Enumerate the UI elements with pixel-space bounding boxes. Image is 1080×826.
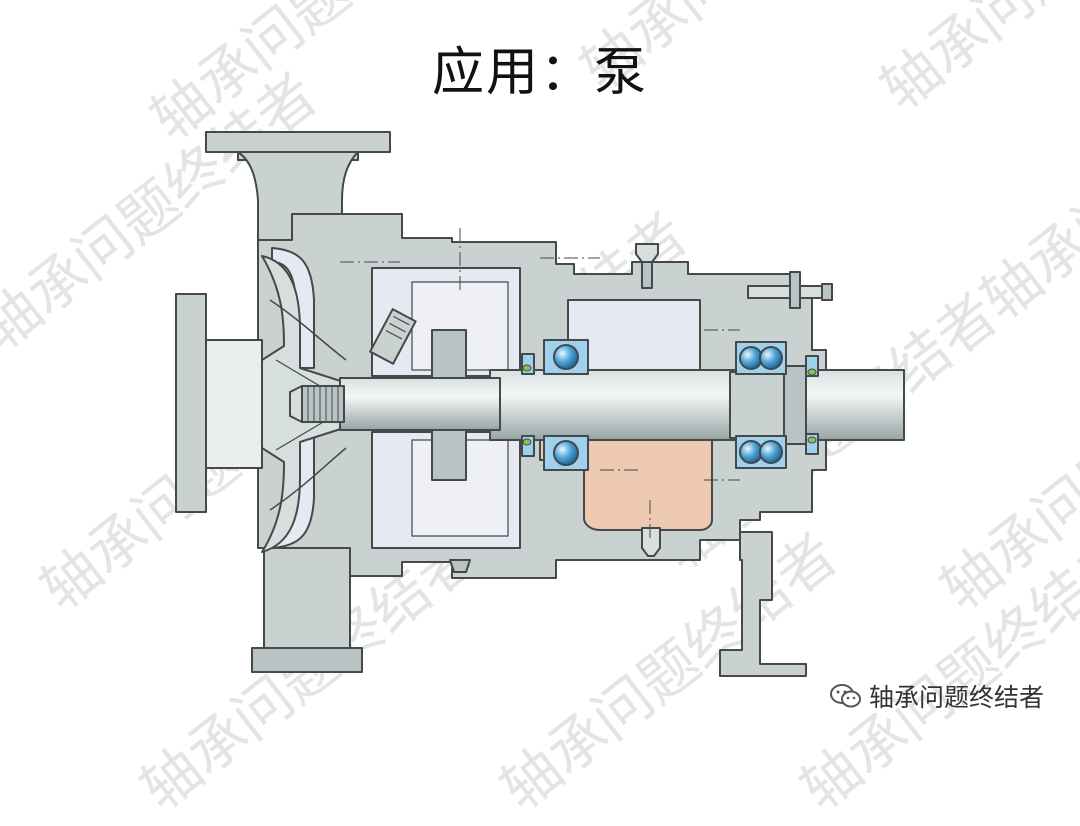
bearing-ball (739, 440, 763, 464)
breather-cap (635, 243, 659, 263)
bearing-ball (759, 440, 783, 464)
mechanical-seal-upper (431, 329, 467, 383)
page-title: 应用：泵 (431, 43, 648, 103)
bearing-ball (739, 346, 763, 370)
drain-plug (641, 527, 661, 557)
adjusting-bolt (747, 285, 825, 299)
impeller-nut (289, 385, 303, 423)
source-credit: 轴承问题终结者 (829, 678, 1044, 714)
credit-text: 轴承问题终结者 (868, 683, 1044, 712)
support-foot (719, 531, 807, 677)
pump-cross-section-diagram (175, 131, 905, 677)
volute-cavity (271, 247, 315, 369)
casing-bottom-leg (263, 547, 351, 651)
casing-drain (449, 559, 471, 573)
suction-inlet (205, 339, 263, 469)
mechanical-seal-lower (431, 429, 467, 481)
bearing-ball (553, 440, 579, 466)
shaft-step (339, 377, 501, 431)
seal-flush-nozzle (369, 308, 417, 365)
casing-bottom-flange (251, 647, 363, 673)
shaft-lock-nut (783, 365, 807, 445)
oil-sump (539, 439, 713, 531)
bearing-ball (759, 346, 783, 370)
wechat-icon (829, 684, 861, 708)
shaft-main (489, 369, 905, 441)
bearing-ball (553, 344, 579, 370)
